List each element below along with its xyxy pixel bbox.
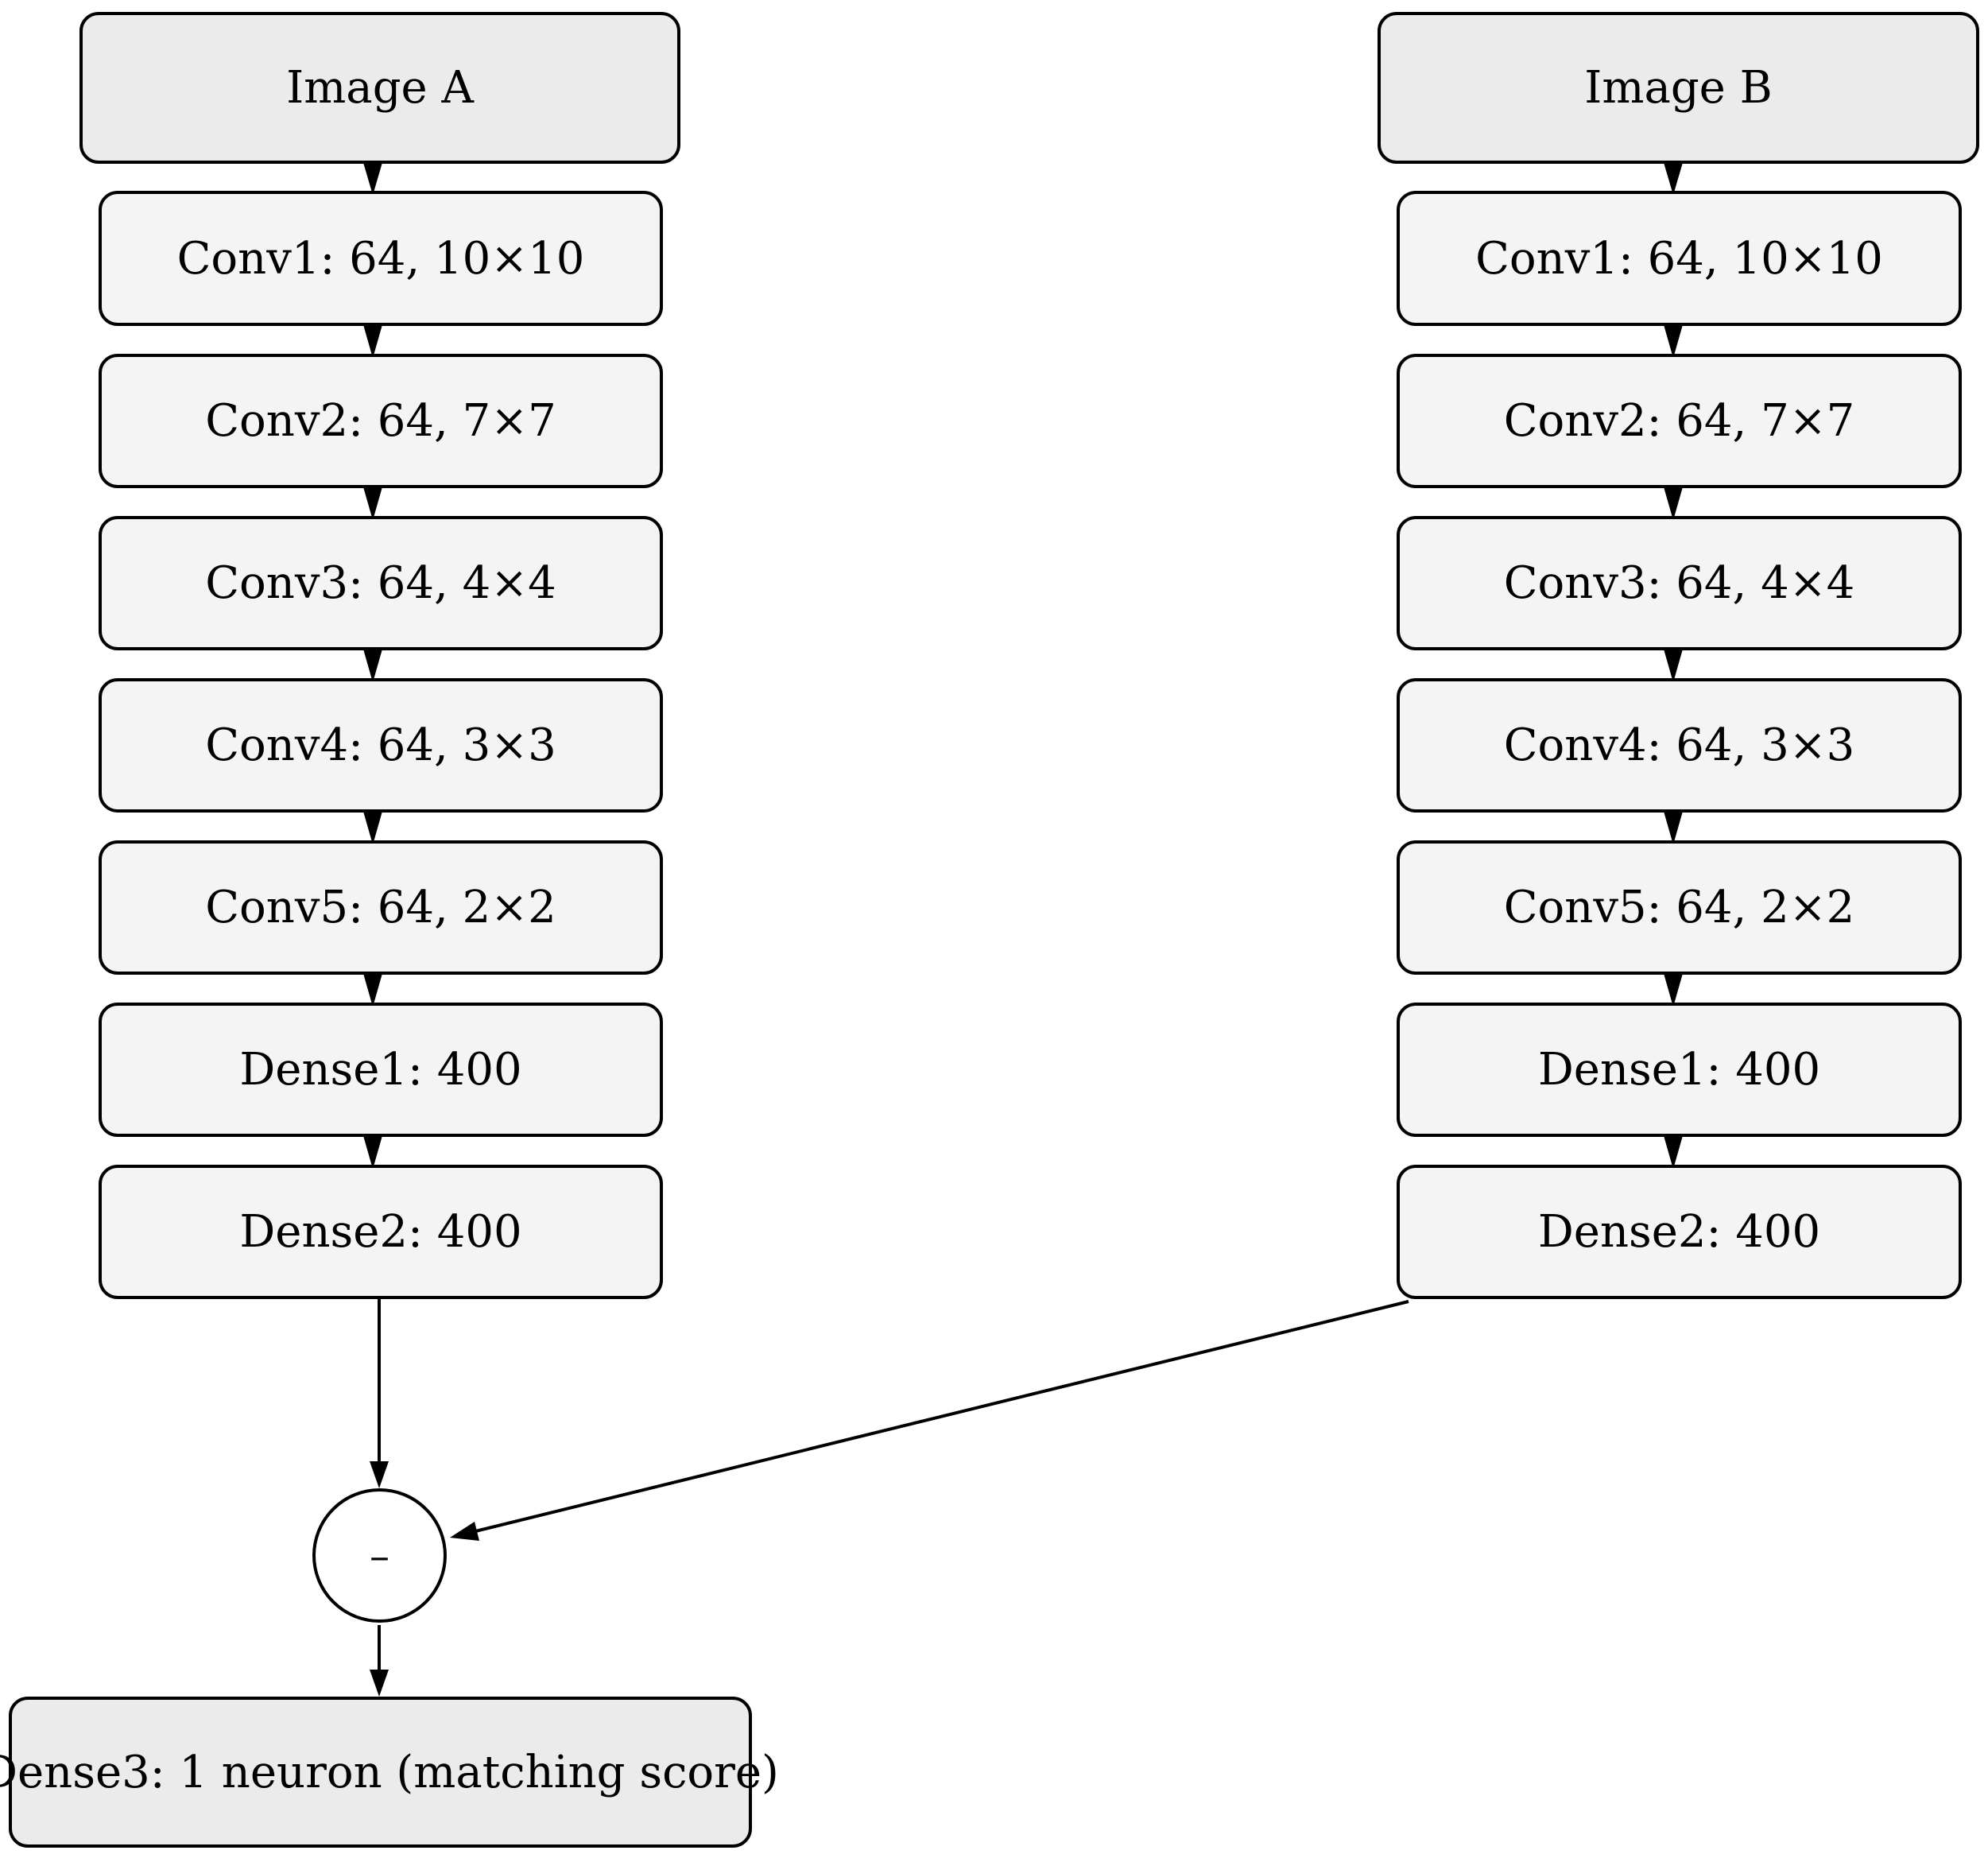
- left-column-arrows: [362, 162, 383, 1169]
- right-layer-conv1: Conv1: 64, 10×10: [1397, 191, 1962, 326]
- left-layer-conv5: Conv5: 64, 2×2: [99, 840, 663, 975]
- arrow-dense2b-to-operator: [468, 1300, 1409, 1534]
- left-layer-conv1: Conv1: 64, 10×10: [99, 191, 663, 326]
- right-layer-conv5: Conv5: 64, 2×2: [1397, 840, 1962, 975]
- subtraction-operator: –: [312, 1488, 447, 1623]
- image-a-input: Image A: [79, 12, 680, 164]
- left-layer-conv4: Conv4: 64, 3×3: [99, 678, 663, 813]
- right-layer-dense1: Dense1: 400: [1397, 1003, 1962, 1137]
- left-layer-dense1: Dense1: 400: [99, 1003, 663, 1137]
- left-layer-conv3: Conv3: 64, 4×4: [99, 516, 663, 650]
- dense3-output: Dense3: 1 neuron (matching score): [0, 1697, 779, 1848]
- right-layer-dense2: Dense2: 400: [1397, 1165, 1962, 1299]
- left-layer-dense2: Dense2: 400: [99, 1165, 663, 1299]
- left-layer-conv2: Conv2: 64, 7×7: [99, 354, 663, 488]
- right-layer-conv2: Conv2: 64, 7×7: [1397, 354, 1962, 488]
- image-b-input: Image B: [1378, 12, 1979, 164]
- right-layer-conv3: Conv3: 64, 4×4: [1397, 516, 1962, 650]
- right-layer-conv4: Conv4: 64, 3×3: [1397, 678, 1962, 813]
- right-column-arrows: [1663, 162, 1684, 1169]
